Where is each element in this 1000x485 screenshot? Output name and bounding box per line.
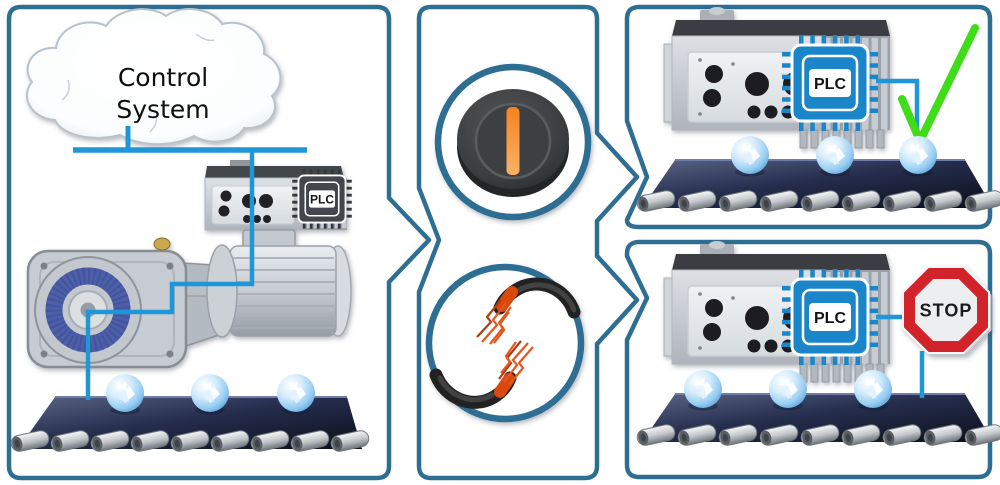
- broken-cable-icon: [425, 263, 585, 423]
- signal-line-stop: [876, 314, 925, 398]
- cloud-icon: [26, 8, 282, 146]
- switch-on-mark: [506, 107, 520, 175]
- conveyor-item-sphere: [731, 136, 769, 177]
- copper-strands: [476, 299, 534, 386]
- conveyor-item-sphere: [816, 136, 854, 177]
- conveyor-items: [106, 374, 315, 415]
- network-bus-line: [73, 126, 307, 400]
- plc-label: PLC: [310, 193, 334, 207]
- stop-label: STOP: [920, 301, 973, 321]
- conveyor-item-sphere: [769, 370, 807, 411]
- stop-sign-icon: STOP: [902, 266, 992, 356]
- conveyor-item-sphere: [899, 136, 937, 177]
- conveyor-item-sphere: [106, 374, 144, 415]
- conveyor-item-sphere: [684, 370, 722, 411]
- conveyor-belt-icon: [9, 396, 371, 454]
- conveyor-items: [684, 370, 892, 411]
- plc-label: PLC: [814, 76, 846, 93]
- conveyor-item-sphere: [854, 370, 892, 411]
- conveyor-item-sphere: [277, 374, 315, 415]
- plc-label: PLC: [814, 310, 846, 327]
- power-switch-on-icon: [434, 63, 592, 221]
- gear-motor-icon: [26, 229, 352, 369]
- conveyor-item-sphere: [191, 374, 229, 415]
- cloud-label-line1: Control: [118, 63, 208, 92]
- conveyor-items: [731, 136, 937, 177]
- cloud-label-line2: System: [116, 95, 209, 124]
- conveyor-belt-icon: [636, 160, 1000, 213]
